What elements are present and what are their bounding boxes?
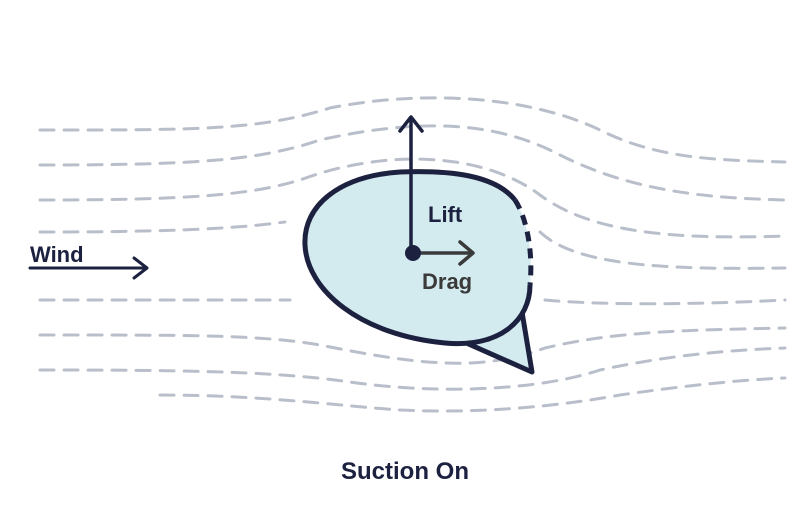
force-origin-point	[405, 245, 421, 261]
lift-label: Lift	[428, 202, 463, 227]
streamline-6	[38, 326, 787, 365]
suction-slot	[512, 198, 534, 286]
wind-label: Wind	[30, 242, 84, 267]
streamline-7	[38, 346, 787, 391]
drag-label: Drag	[422, 269, 472, 294]
drag-arrow	[411, 240, 475, 266]
streamline-8	[158, 376, 787, 413]
diagram-caption: Suction On	[341, 458, 469, 485]
wind-arrow	[28, 256, 149, 280]
airfoil	[302, 169, 535, 375]
streamline-1	[38, 96, 787, 164]
streamline-2	[38, 124, 787, 202]
lift-arrow	[398, 115, 424, 255]
streamline-4	[38, 220, 787, 270]
streamline-5	[38, 298, 787, 306]
streamlines	[38, 96, 787, 413]
streamline-3	[38, 157, 787, 239]
